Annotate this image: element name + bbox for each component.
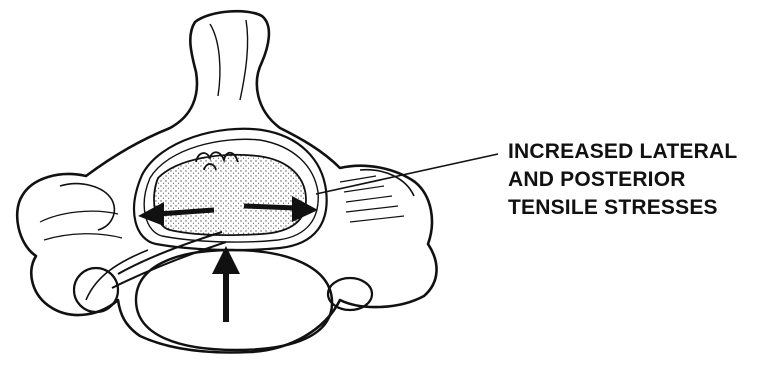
spinous-process-detail xyxy=(210,20,248,100)
callout-leader-line xyxy=(316,154,498,194)
right-process-hatching xyxy=(340,176,404,222)
right-lateral-arrow-shaft xyxy=(244,206,296,208)
left-process-contour xyxy=(40,211,122,240)
left-facet-detail xyxy=(60,184,114,230)
callout-line-3: TENSILE STRESSES xyxy=(508,194,778,222)
tensile-stress-callout: INCREASED LATERAL AND POSTERIOR TENSILE … xyxy=(508,138,778,222)
left-lateral-arrowhead xyxy=(138,202,164,226)
left-transverse-foramen xyxy=(74,268,118,312)
spinal-cord xyxy=(154,155,306,235)
callout-line-1: INCREASED LATERAL xyxy=(508,138,778,166)
callout-line-2: AND POSTERIOR xyxy=(508,166,778,194)
